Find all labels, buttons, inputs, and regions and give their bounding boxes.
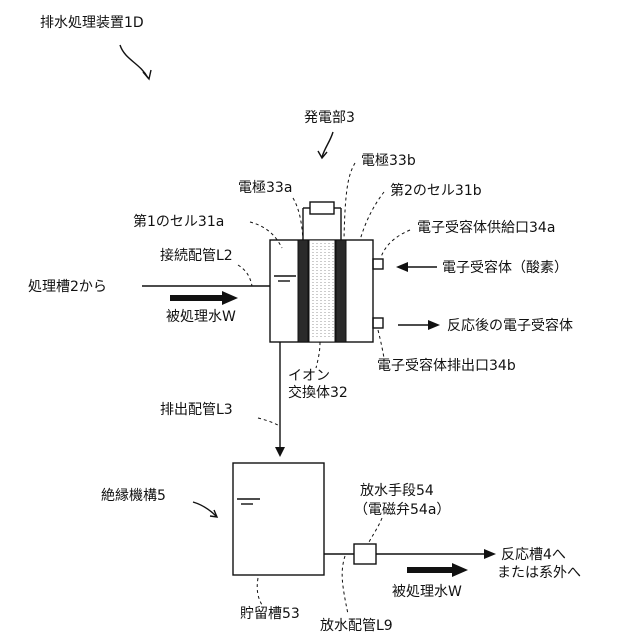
electrode-33b [336,240,346,342]
after-reaction-label: 反応後の電子受容体 [447,317,573,334]
electrode-b-label: 電極33b [361,153,416,169]
water-pipe-label: 放水配管L9 [320,618,393,634]
treated-water-in-arrowhead [222,291,238,305]
discharge-pipe-arrowhead [275,447,285,457]
discharge-pipe-leader [258,418,280,426]
external-load [310,202,334,214]
discharge-pipe-label: 排出配管L3 [160,402,233,418]
electron-acceptor-label: 電子受容体（酸素） [442,259,568,276]
first-cell-label: 第1のセル31a [133,213,224,230]
treated-water-out-label: 被処理水W [392,584,462,600]
valve-leader [368,518,382,544]
electrode-b-leader [344,163,355,240]
insulation-label: 絶縁機構5 [101,488,166,504]
electrode-33a [298,240,308,342]
solenoid-valve-label: （電磁弁54a） [354,502,450,518]
storage-tank-53 [233,463,324,575]
electrode-a-leader [293,198,303,240]
insulation-pointer [193,502,216,516]
power-unit-pointer [322,132,333,157]
power-unit-label: 発電部3 [304,110,355,126]
solenoid-valve-54a [354,544,376,564]
treated-water-in-label: 被処理水W [166,309,236,325]
from-tank-label: 処理槽2から [28,279,107,295]
discharge-port-34b [373,318,383,328]
acceptor-inlet-arrowhead [396,262,408,272]
water-pipe-leader [342,556,348,614]
supply-port-leader [381,230,410,257]
reaction-tank-label-2: または系外へ [497,565,581,581]
discharge-port-leader [378,330,384,358]
ion-exchanger-leader [316,342,320,368]
discharge-means-label: 放水手段54 [360,483,434,499]
electrode-a-label: 電極33a [238,180,292,196]
device-title: 排水処理装置1D [40,15,144,31]
first-cell-leader [250,222,282,248]
second-cell-leader [360,192,384,240]
water-pipe-arrowhead [484,549,496,559]
connection-pipe-leader [238,265,252,286]
supply-port-34a [373,259,383,269]
reaction-tank-label-1: 反応槽4へ [501,547,566,563]
discharge-port-label: 電子受容体排出口34b [377,357,516,374]
treated-water-out-arrowhead [452,563,468,577]
acceptor-outlet-arrowhead [428,320,440,330]
storage-tank-leader [257,578,262,605]
connection-pipe-label: 接続配管L2 [160,247,233,264]
second-cell-label: 第2のセル31b [390,182,482,199]
ion-exchanger-label-1: イオン [288,368,330,384]
supply-port-label: 電子受容体供給口34a [417,219,555,236]
storage-tank-label: 貯留槽53 [240,606,300,622]
ion-exchanger-label-2: 交換体32 [288,384,348,401]
